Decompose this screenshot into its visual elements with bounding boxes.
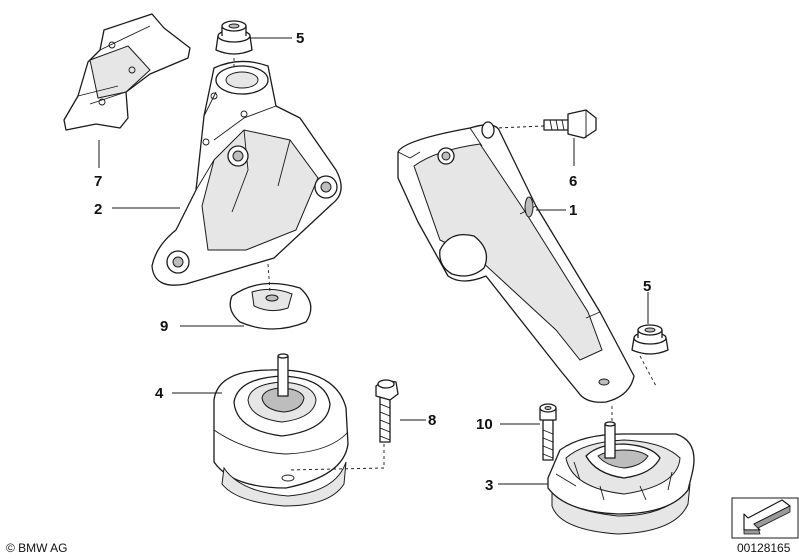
part-5-nut-lower bbox=[631, 324, 669, 355]
callout-9: 9 bbox=[160, 318, 168, 335]
part-4-engine-mount bbox=[213, 353, 349, 507]
callout-8: 8 bbox=[428, 412, 436, 429]
callout-6: 6 bbox=[569, 173, 577, 190]
leader-lines bbox=[98, 37, 649, 485]
diagram-number: 00128165 bbox=[737, 541, 791, 555]
callout-5-upper: 5 bbox=[296, 30, 304, 47]
part-3-engine-mount bbox=[547, 421, 695, 535]
arrow-orientation-icon bbox=[731, 497, 799, 539]
copyright-text: © BMW AG bbox=[6, 541, 68, 555]
part-10-bolt bbox=[539, 403, 557, 461]
callout-5-lower: 5 bbox=[643, 278, 651, 295]
part-1-engine-bracket bbox=[397, 121, 635, 403]
part-7-heat-shield bbox=[63, 13, 191, 131]
part-5-nut-upper bbox=[215, 20, 253, 55]
part-9-rubber-pad bbox=[229, 282, 312, 330]
callout-3: 3 bbox=[485, 477, 493, 494]
assembly-lines bbox=[233, 58, 657, 471]
callout-1: 1 bbox=[569, 202, 577, 219]
callout-7: 7 bbox=[94, 173, 102, 190]
callout-2: 2 bbox=[94, 201, 102, 218]
part-6-bolt bbox=[543, 109, 597, 139]
part-8-bolt bbox=[375, 379, 399, 443]
callout-4: 4 bbox=[155, 385, 164, 402]
part-2-engine-bracket bbox=[151, 60, 342, 286]
callout-labels: 7 2 5 9 4 8 1 6 5 10 3 bbox=[94, 30, 651, 494]
callout-10: 10 bbox=[476, 416, 493, 433]
